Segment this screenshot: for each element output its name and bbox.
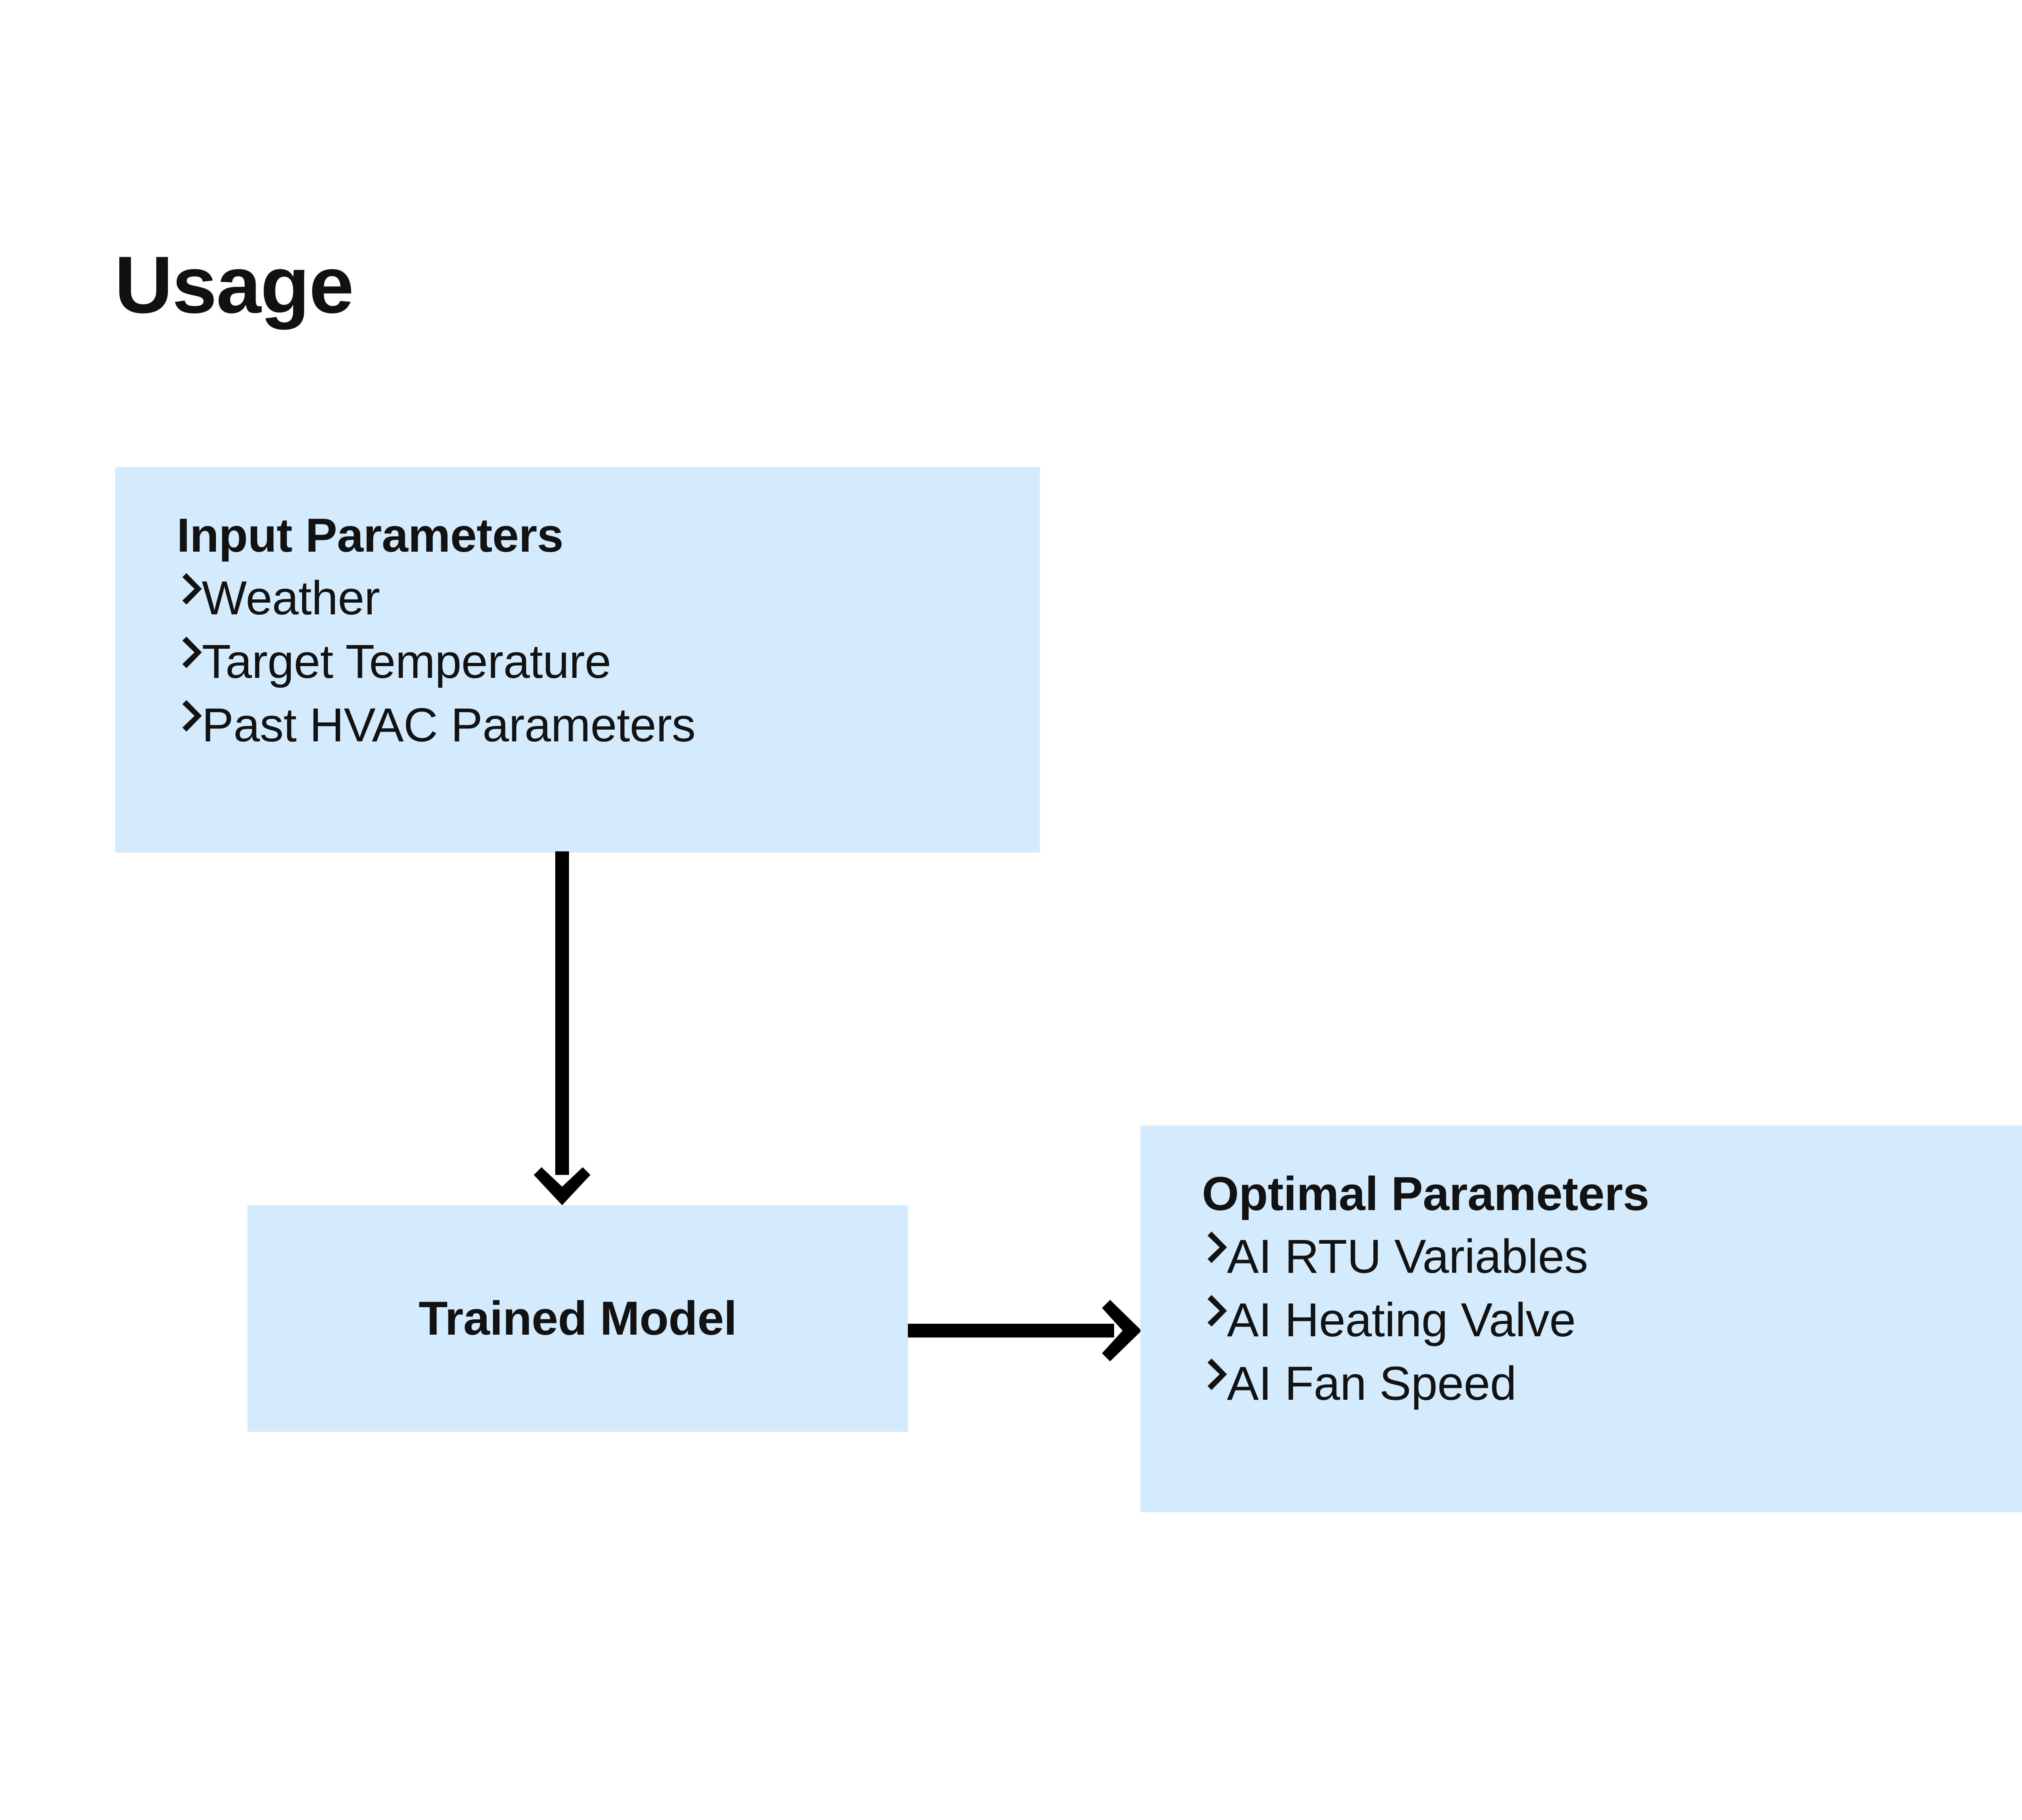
list-item-label: Target Temperature: [202, 635, 611, 688]
node-input-parameters: Input Parameters Weather Target Temperat…: [115, 467, 1040, 853]
node-optimal-parameters: Optimal Parameters AI RTU Variables AI H…: [1140, 1126, 2022, 1512]
list-item: Past HVAC Parameters: [177, 694, 1040, 757]
node-trained-model-label: Trained Model: [419, 1292, 737, 1345]
list-item: AI Fan Speed: [1202, 1352, 2022, 1416]
list-item: Target Temperature: [177, 630, 1040, 694]
list-item: AI Heating Valve: [1202, 1289, 2022, 1352]
node-optimal-parameters-heading: Optimal Parameters: [1202, 1167, 1649, 1221]
node-input-parameters-list: Weather Target Temperature Past HVAC Par…: [177, 567, 1040, 757]
chevron-right-icon: [1202, 1223, 1227, 1271]
list-item-label: AI RTU Variables: [1227, 1230, 1588, 1283]
page-title: Usage: [114, 240, 354, 330]
chevron-right-icon: [1202, 1287, 1227, 1335]
node-optimal-parameters-list: AI RTU Variables AI Heating Valve AI Fan…: [1202, 1225, 2022, 1415]
chevron-right-icon: [1202, 1350, 1227, 1398]
list-item-label: Weather: [202, 571, 380, 625]
chevron-right-icon: [177, 692, 202, 740]
list-item-label: AI Heating Valve: [1227, 1293, 1576, 1347]
list-item-label: Past HVAC Parameters: [202, 698, 696, 752]
list-item-label: AI Fan Speed: [1227, 1357, 1516, 1410]
chevron-right-icon: [177, 565, 202, 613]
edge-input-to-model: [522, 851, 603, 1211]
edge-model-to-optimal: [908, 1290, 1146, 1371]
node-trained-model: Trained Model: [247, 1205, 908, 1432]
node-input-parameters-heading: Input Parameters: [177, 509, 564, 562]
list-item: AI RTU Variables: [1202, 1225, 2022, 1289]
list-item: Weather: [177, 567, 1040, 630]
chevron-right-icon: [177, 629, 202, 676]
